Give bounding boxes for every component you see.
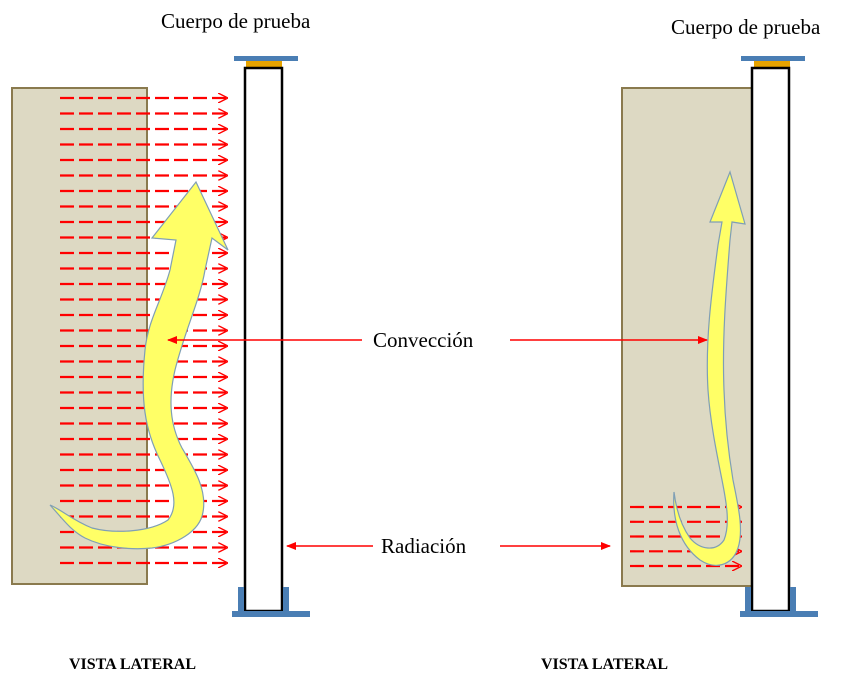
left-convection-flow xyxy=(49,180,229,550)
specimen-label-left: Cuerpo de prueba xyxy=(161,9,311,33)
left-assembly xyxy=(11,56,310,617)
left-specimen-cap xyxy=(246,61,282,68)
view-caption-left: VISTA LATERAL xyxy=(69,656,196,673)
convection-label: Convección xyxy=(373,328,474,352)
view-caption-right: VISTA LATERAL xyxy=(541,656,668,673)
radiation-label: Radiación xyxy=(381,534,467,558)
left-support-post-r xyxy=(283,587,289,613)
right-assembly xyxy=(621,56,818,617)
right-specimen-cap xyxy=(754,61,790,68)
right-convection-flow xyxy=(673,170,746,566)
right-specimen-bottom-support xyxy=(740,611,818,617)
right-specimen-top-support xyxy=(741,56,805,61)
left-support-post-l xyxy=(238,587,244,613)
right-support-post-l xyxy=(745,587,751,613)
right-specimen xyxy=(750,66,791,613)
right-support-post-r xyxy=(790,587,796,613)
right-furnace-panel xyxy=(621,87,756,587)
specimen-label-right: Cuerpo de prueba xyxy=(671,15,821,39)
left-furnace-panel xyxy=(11,87,148,585)
left-specimen-bottom-support xyxy=(232,611,310,617)
left-specimen-top-support xyxy=(234,56,298,61)
